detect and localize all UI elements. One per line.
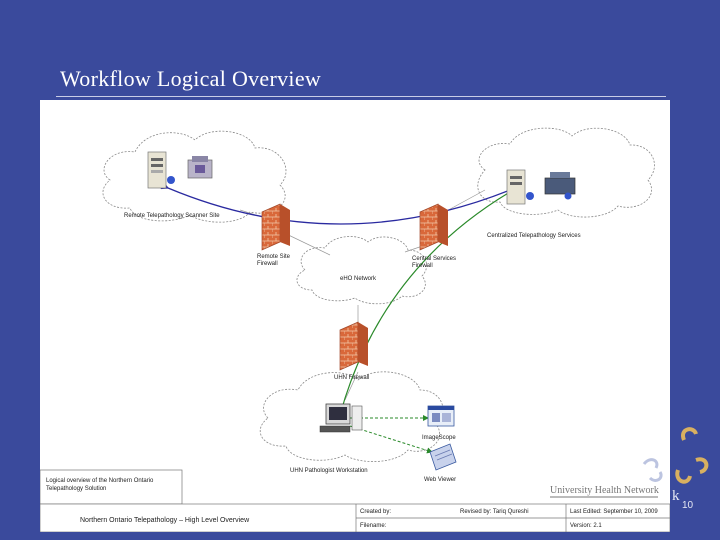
eho-network-label: eHO Network (340, 276, 377, 282)
diagram-footer (40, 469, 670, 532)
central-label: Centralized Telepathology Services (487, 233, 581, 239)
workstation-icon (319, 403, 363, 433)
footer-last-edited: Last Edited: September 10, 2009 (570, 509, 658, 515)
page-number: 10 (682, 500, 694, 511)
uhn-logo-text: University Health Network (550, 485, 659, 496)
eho-network-cloud (296, 236, 427, 305)
central-to-workstation-arrow (338, 191, 511, 417)
footer-version: Version: 2.1 (570, 523, 602, 529)
side-text: k (672, 488, 680, 504)
storage-icon (544, 172, 576, 200)
webviewer-label: Web Viewer (424, 477, 456, 483)
footer-filename: Filename: (360, 523, 387, 529)
diagram-canvas: Remote Telepathology Scanner Site Centra… (40, 127, 670, 532)
uhn-firewall-label: UHN Firewall (334, 375, 369, 381)
uhn-firewall-icon (339, 321, 368, 371)
footer-revised-by: Revised by: Tariq Qureshi (460, 509, 529, 515)
remote-site-label: Remote Telepathology Scanner Site (124, 213, 220, 219)
scanner-icon (187, 156, 213, 179)
webviewer-icon (429, 443, 457, 471)
footer-created-by: Created by: (360, 509, 391, 515)
footer-description-line1: Logical overview of the Northern Ontario (46, 478, 154, 484)
uhn-emblem-icon (642, 427, 709, 484)
workstation-label: UHN Pathologist Workstation (290, 468, 368, 474)
imagescope-label: ImageScope (422, 435, 456, 441)
title-divider (56, 96, 666, 97)
remote-server-icon (147, 151, 175, 189)
network-diagram: Remote Telepathology Scanner Site Centra… (40, 100, 670, 532)
workstation-to-webviewer-arrow (349, 425, 433, 454)
footer-description-line2: Telepathology Solution (46, 486, 106, 492)
central-server-icon (506, 169, 534, 205)
slide-title: Workflow Logical Overview (60, 66, 322, 91)
footer-main-title: Northern Ontario Telepathology – High Le… (80, 517, 250, 524)
uhn-logo-underline (550, 496, 658, 498)
central-firewall-icon (419, 203, 448, 251)
imagescope-icon (427, 405, 455, 427)
remote-to-central-arrow (160, 181, 517, 225)
remote-firewall-icon (261, 203, 290, 251)
